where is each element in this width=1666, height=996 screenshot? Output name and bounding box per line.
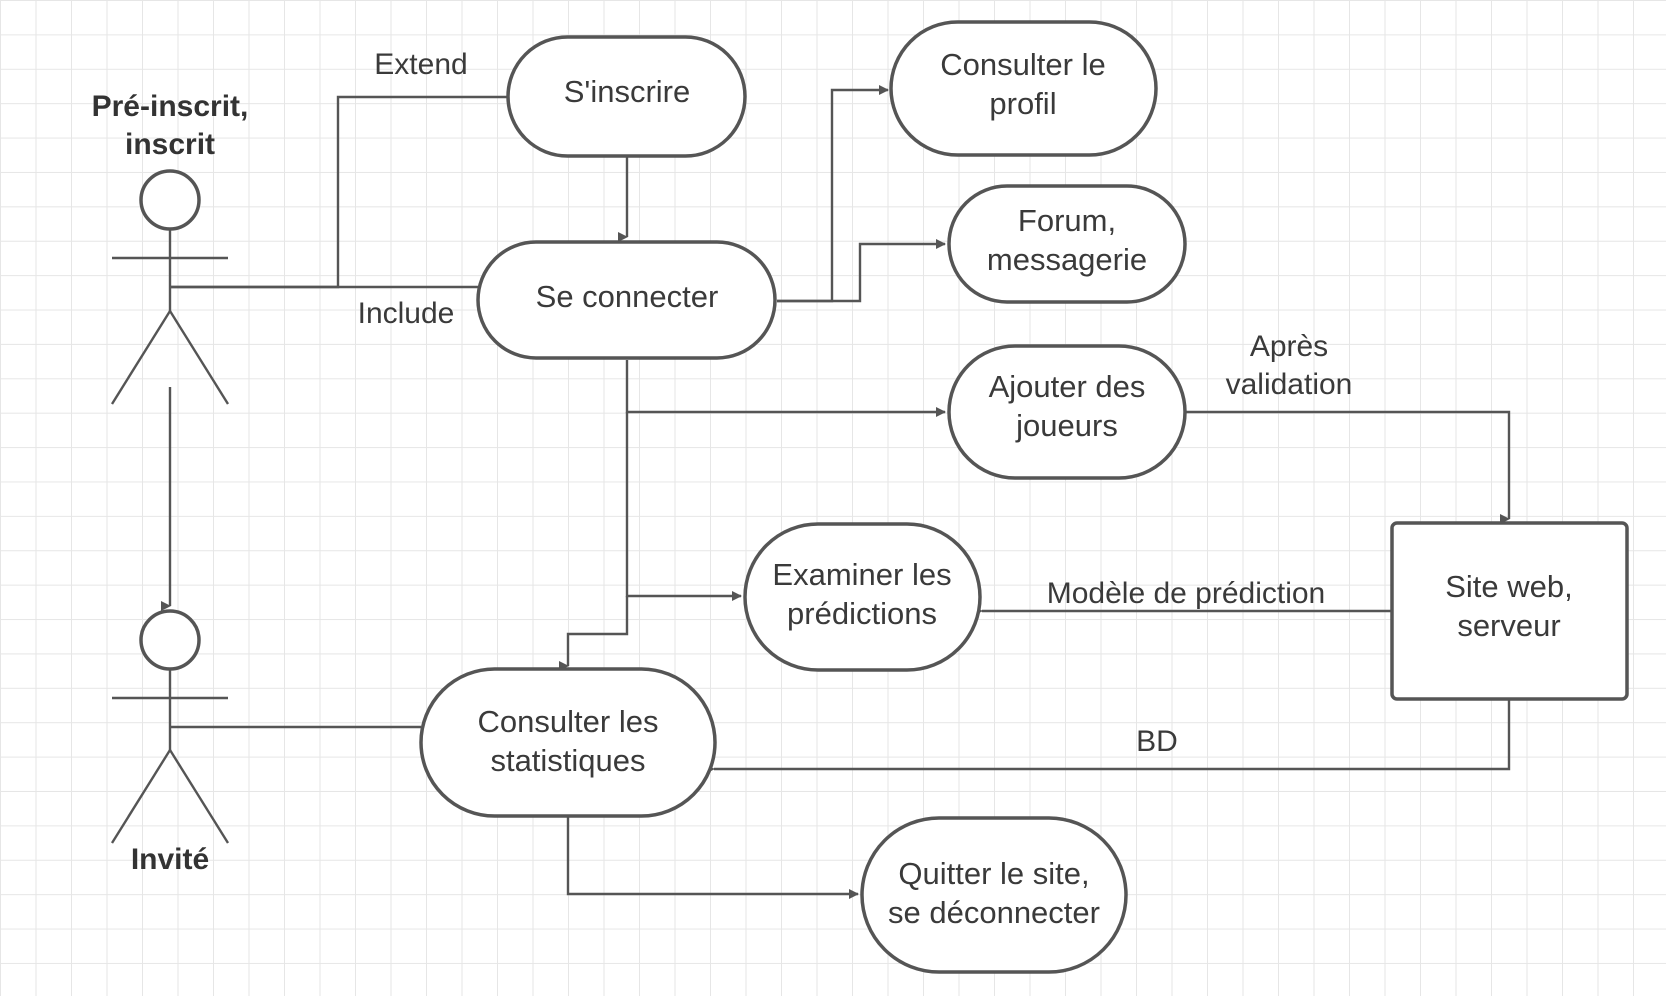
label-line: Site web, (1445, 569, 1573, 604)
label-line: Forum, (1018, 203, 1116, 238)
label-examiner-predictions: Examiner les prédictions (772, 557, 951, 631)
edge-label-apres-validation: Après validation (1226, 330, 1353, 401)
actor-head (139, 609, 201, 671)
label-consulter-statistiques: Consulter les statistiques (478, 704, 659, 778)
edge-label-include: Include (358, 297, 455, 330)
link-ajouter-site-web[interactable] (1185, 410, 1511, 524)
label-line: serveur (1457, 608, 1560, 643)
label-forum: Forum, messagerie (987, 203, 1147, 277)
edge-label-bd: BD (1136, 725, 1178, 758)
label-line: S'inscrire (564, 74, 691, 109)
node-shape (860, 816, 1128, 974)
node-sinscrire[interactable] (506, 35, 747, 158)
label-line: statistiques (490, 743, 645, 778)
link-statistiques-quitter[interactable] (566, 816, 859, 899)
node-consulter-profil[interactable] (889, 20, 1158, 157)
link-se-connecter-examiner[interactable] (625, 412, 742, 601)
label-site-web: Site web, serveur (1445, 569, 1573, 643)
label-line: Extend (374, 48, 467, 81)
label-sinscrire: S'inscrire (564, 74, 691, 109)
label-line: joueurs (1015, 408, 1118, 443)
node-examiner-predictions[interactable] (743, 522, 982, 672)
label-line: validation (1226, 368, 1353, 401)
node-consulter-statistiques[interactable] (419, 667, 717, 818)
label-line: Include (358, 297, 455, 330)
node-shape (947, 184, 1187, 304)
node-ajouter-joueurs[interactable] (947, 344, 1187, 480)
actor-label-preinscrit: Pré-inscrit, inscrit (92, 90, 249, 161)
link-se-connecter-forum[interactable] (777, 239, 946, 303)
label-ajouter-joueurs: Ajouter des joueurs (989, 369, 1146, 443)
node-quitter[interactable] (860, 816, 1128, 974)
node-shape (476, 240, 777, 360)
node-shape (947, 344, 1187, 480)
label-line: Modèle de prédiction (1047, 577, 1326, 610)
label-line: Quitter le site, (898, 856, 1089, 891)
label-consulter-profil: Consulter le profil (940, 47, 1105, 121)
link-se-connecter-ajouter-joueurs[interactable] (625, 360, 946, 417)
actor-left-leg (110, 310, 172, 405)
node-shape (1390, 521, 1629, 701)
node-shape (506, 35, 747, 158)
label-line: messagerie (987, 242, 1147, 277)
label-line: Consulter les (478, 704, 659, 739)
edge-label-modele-prediction: Modèle de prédiction (1047, 577, 1326, 610)
label-line: Pré-inscrit, (92, 90, 249, 123)
actor-right-leg (168, 310, 230, 405)
edge-label-extend: Extend (374, 48, 467, 81)
actor-preinscrit[interactable] (110, 169, 230, 405)
label-quitter: Quitter le site, se déconnecter (888, 856, 1100, 930)
actor-head (139, 169, 201, 231)
label-line: se déconnecter (888, 895, 1100, 930)
label-se-connecter: Se connecter (536, 279, 719, 314)
link-se-connecter-statistiques[interactable] (559, 596, 629, 671)
label-line: Examiner les (772, 557, 951, 592)
label-line: Invité (131, 843, 209, 876)
connectors (161, 85, 1511, 899)
label-line: prédictions (787, 596, 937, 631)
node-se-connecter[interactable] (476, 240, 777, 360)
node-forum[interactable] (947, 184, 1187, 304)
link-se-connecter-profil[interactable] (777, 85, 889, 303)
label-line: BD (1136, 725, 1178, 758)
actor-invite[interactable] (110, 609, 230, 844)
actor-right-leg (168, 749, 230, 844)
label-line: Se connecter (536, 279, 719, 314)
label-line: inscrit (125, 128, 215, 161)
actor-label-invite: Invité (131, 843, 209, 876)
node-shape (889, 20, 1158, 157)
actor-left-leg (110, 749, 172, 844)
label-line: profil (989, 86, 1056, 121)
node-shape (419, 667, 717, 818)
label-line: Ajouter des (989, 369, 1146, 404)
label-line: Consulter le (940, 47, 1105, 82)
link-site-web-statistiques[interactable] (705, 700, 1511, 774)
node-site-web[interactable] (1390, 521, 1629, 701)
label-line: Après (1250, 330, 1328, 363)
node-shape (743, 522, 982, 672)
